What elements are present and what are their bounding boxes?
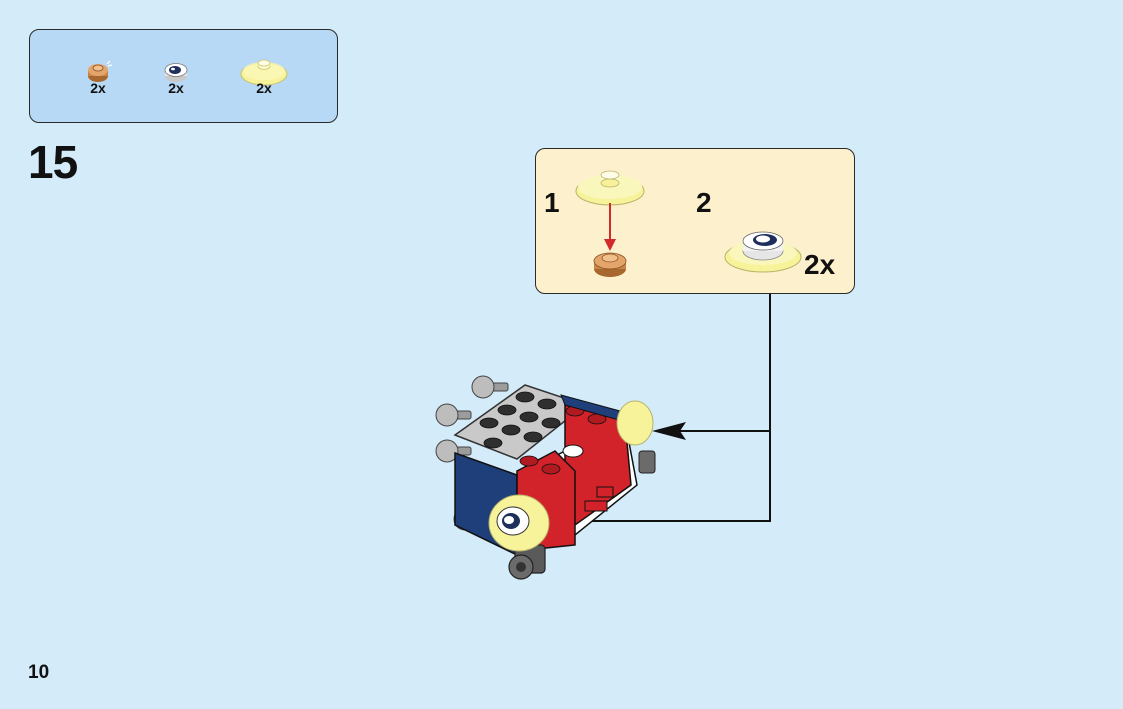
round-plate-nougat-icon (88, 60, 113, 82)
parts-list-box: 2x 2x 2x (29, 29, 338, 123)
sub-step-1-illustration (575, 170, 645, 277)
part-quantity: 2x (256, 80, 272, 96)
part-quantity: 2x (90, 80, 106, 96)
part-nougat-round-plate: 2x (68, 54, 128, 114)
round-tile-eye-icon (164, 63, 188, 82)
part-quantity: 2x (168, 80, 184, 96)
model-illustration (435, 375, 656, 580)
step-number: 15 (28, 136, 78, 188)
round-plate-trans-yellow-icon (240, 59, 288, 86)
page-number: 10 (28, 662, 50, 683)
sub-step-1-label: 1 (544, 187, 560, 218)
sub-step-2-illustration (724, 231, 802, 273)
sub-assembly-box: 1 2 2x (535, 148, 855, 294)
part-eye-round-tile: 2x (146, 54, 206, 114)
part-trans-yellow-round-plate: 2x (234, 54, 294, 114)
sub-step-2-label: 2 (696, 187, 712, 218)
sub-quantity-label: 2x (804, 249, 836, 280)
